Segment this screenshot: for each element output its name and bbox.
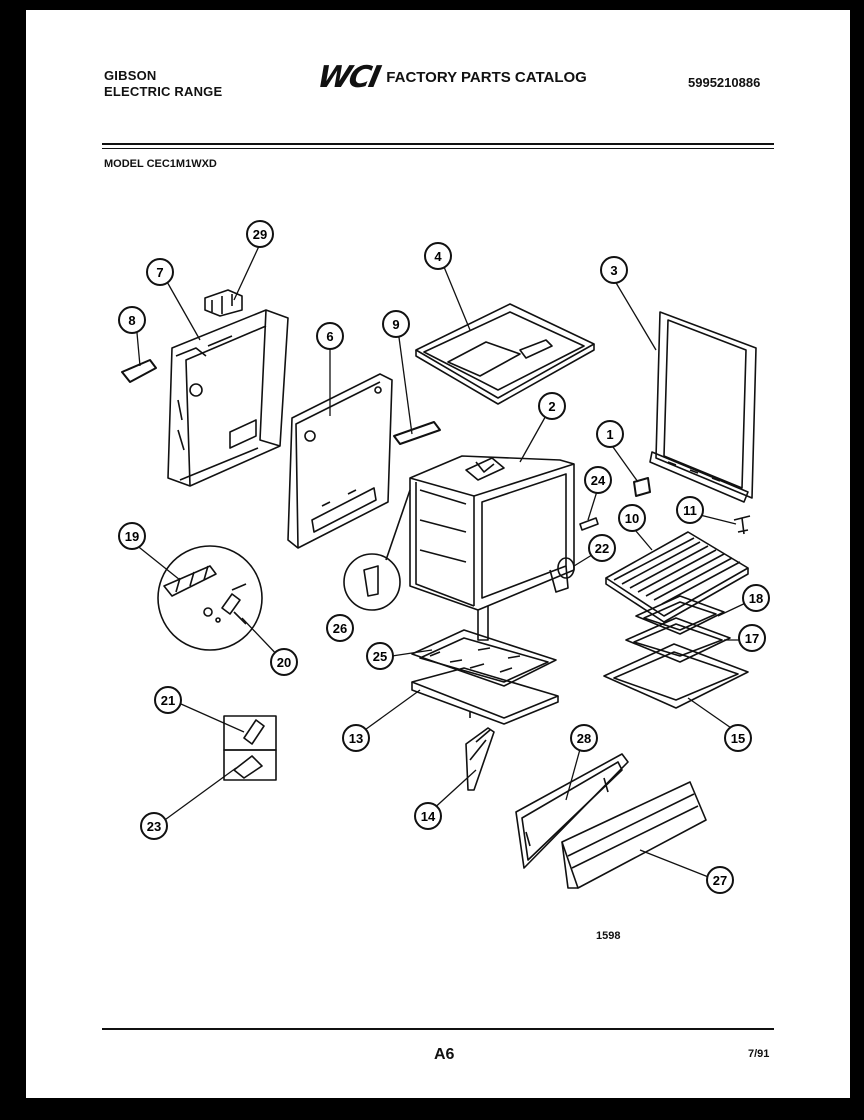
part-13-drawer-bottom — [411, 667, 559, 725]
svg-text:23: 23 — [147, 819, 161, 834]
svg-text:10: 10 — [625, 511, 639, 526]
svg-text:26: 26 — [333, 621, 347, 636]
page-code: A6 — [434, 1046, 455, 1063]
part-6-rear-panel — [287, 373, 393, 549]
part-26-detail — [343, 489, 411, 611]
product-type: ELECTRIC RANGE — [104, 84, 223, 99]
revision-date: 7/91 — [748, 1048, 770, 1060]
header-rule-thin — [102, 148, 774, 149]
catalog-part-number: 5995210886 — [688, 75, 761, 90]
part-9-trim-strip — [393, 421, 441, 445]
part-4-cooktop — [415, 303, 595, 405]
svg-text:2: 2 — [548, 399, 555, 414]
svg-text:19: 19 — [125, 529, 139, 544]
svg-text:6: 6 — [326, 329, 333, 344]
callout-9: 9 — [382, 310, 410, 338]
svg-text:11: 11 — [683, 503, 697, 518]
callout-15: 15 — [724, 724, 752, 752]
svg-text:29: 29 — [253, 227, 267, 242]
model-number: MODEL CEC1M1WXD — [104, 158, 217, 170]
part-21-box — [223, 715, 277, 751]
svg-text:27: 27 — [713, 873, 727, 888]
brand-block: GIBSON ELECTRIC RANGE — [104, 68, 222, 100]
callout-26: 26 — [326, 614, 354, 642]
part-27-drawer-front — [561, 781, 707, 889]
part-23-box — [223, 749, 277, 781]
svg-text:4: 4 — [434, 249, 442, 264]
callout-13: 13 — [342, 724, 370, 752]
scan-border-left — [0, 0, 26, 1120]
callout-18: 18 — [742, 584, 770, 612]
figure-number: 1598 — [596, 930, 621, 942]
callout-25: 25 — [366, 642, 394, 670]
part-22-socket — [557, 557, 575, 579]
callout-3: 3 — [600, 256, 628, 284]
callout-28: 28 — [570, 724, 598, 752]
callout-21: 21 — [154, 686, 182, 714]
svg-text:13: 13 — [349, 731, 363, 746]
callout-6: 6 — [316, 322, 344, 350]
part-7-side-panel — [167, 309, 289, 487]
callout-8: 8 — [118, 306, 146, 334]
callouts: 29 7 8 6 9 4 3 2 1 24 22 10 11 18 17 15 … — [118, 220, 770, 894]
svg-text:18: 18 — [749, 591, 763, 606]
part-19-20-detail — [157, 545, 263, 651]
svg-text:1: 1 — [606, 427, 613, 442]
part-2-oven-liner — [409, 455, 575, 641]
callout-24: 24 — [584, 466, 612, 494]
svg-text:21: 21 — [161, 693, 175, 708]
svg-text:25: 25 — [373, 649, 387, 664]
callout-4: 4 — [424, 242, 452, 270]
part-14-door-hinge — [465, 727, 495, 791]
callout-11: 11 — [676, 496, 704, 524]
part-15-drip-tray — [603, 643, 749, 709]
svg-text:17: 17 — [745, 631, 759, 646]
footer-rule — [102, 1028, 774, 1030]
svg-text:9: 9 — [392, 317, 399, 332]
callout-29: 29 — [246, 220, 274, 248]
svg-text:14: 14 — [421, 809, 436, 824]
svg-text:22: 22 — [595, 541, 609, 556]
svg-text:7: 7 — [156, 265, 163, 280]
callout-19: 19 — [118, 522, 146, 550]
callout-20: 20 — [270, 648, 298, 676]
callout-22: 22 — [588, 534, 616, 562]
scan-border-bottom — [0, 1098, 864, 1120]
part-10-oven-rack — [605, 531, 749, 623]
part-17-broil-pan — [625, 617, 731, 663]
part-8-cover-plate — [121, 359, 157, 383]
svg-text:15: 15 — [731, 731, 745, 746]
brand-name: GIBSON — [104, 68, 157, 83]
svg-text:8: 8 — [128, 313, 135, 328]
part-25-bottom-panel — [411, 629, 557, 687]
callout-14: 14 — [414, 802, 442, 830]
svg-text:3: 3 — [610, 263, 617, 278]
scan-border-top — [0, 0, 864, 10]
svg-text:24: 24 — [591, 473, 606, 488]
catalog-heading: WCI FACTORY PARTS CATALOG — [314, 60, 587, 95]
callout-2: 2 — [538, 392, 566, 420]
header-rule — [102, 143, 774, 145]
part-1-knob — [633, 477, 651, 497]
callout-23: 23 — [140, 812, 168, 840]
callout-10: 10 — [618, 504, 646, 532]
svg-text:28: 28 — [577, 731, 591, 746]
part-11-pin — [733, 515, 751, 535]
part-29-bracket — [204, 289, 243, 317]
callout-17: 17 — [738, 624, 766, 652]
part-3-side-frame — [649, 311, 757, 503]
callout-27: 27 — [706, 866, 734, 894]
catalog-title: FACTORY PARTS CATALOG — [386, 69, 587, 86]
svg-text:20: 20 — [277, 655, 291, 670]
part-28-drawer-panel — [515, 753, 629, 869]
callout-1: 1 — [596, 420, 624, 448]
part-24-clip — [579, 517, 599, 531]
part-18-broil-pan-insert — [635, 595, 725, 635]
scan-border-right — [850, 0, 864, 1120]
callout-7: 7 — [146, 258, 174, 286]
